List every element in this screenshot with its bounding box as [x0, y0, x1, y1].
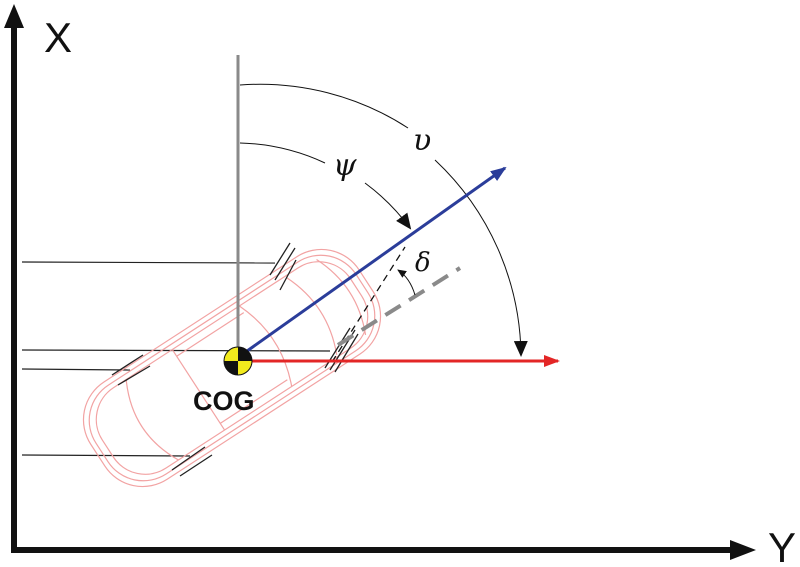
- skid-marks: [21, 261, 331, 457]
- x-axis-arrowhead: [4, 4, 24, 28]
- delta-label: δ: [415, 248, 431, 278]
- car-axis-dashed-line: [336, 266, 462, 347]
- nu-arc-arrow: [434, 159, 528, 357]
- cog-icon: [223, 346, 253, 376]
- nu-arc: [239, 83, 409, 129]
- psi-arc: [239, 142, 326, 164]
- nu-label: υ: [413, 123, 431, 158]
- heading-vector: [239, 166, 507, 358]
- psi-arc-arrow: [364, 182, 412, 230]
- psi-label: ψ: [333, 148, 357, 183]
- y-axis-arrowhead: [730, 540, 756, 560]
- cog-label: COG: [193, 386, 255, 416]
- car-outline: [82, 248, 382, 488]
- y-axis-label: Y: [768, 524, 796, 567]
- x-axis-label: X: [44, 14, 72, 61]
- delta-arc-arrow: [397, 269, 416, 296]
- wheel-direction-line: [331, 246, 406, 363]
